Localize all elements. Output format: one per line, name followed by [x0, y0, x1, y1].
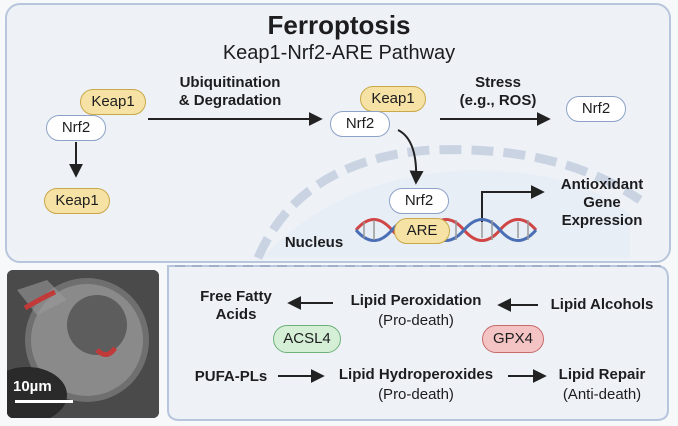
keap1-pill-lower: Keap1	[44, 188, 110, 214]
arrow-nrf2-nucleus	[397, 129, 424, 185]
are-pill: ARE	[394, 218, 450, 244]
lipid-repair-sub: (Anti-death)	[562, 386, 642, 403]
keap1-pill: Keap1	[80, 89, 146, 115]
gpx4-pill: GPX4	[482, 325, 544, 353]
stress-label: Stress (e.g., ROS)	[459, 74, 537, 109]
nrf2-pill-center: Nrf2	[330, 111, 390, 137]
arrow-gene-expression	[481, 185, 545, 222]
hydroperoxides-sub: (Pro-death)	[378, 386, 454, 403]
nucleus-membrane	[253, 145, 643, 260]
keap1-pill-center: Keap1	[360, 86, 426, 112]
pufa-label: PUFA-PLs	[194, 368, 268, 385]
page-subtitle: Keap1-Nrf2-ARE Pathway	[222, 42, 456, 64]
antioxidant-label: Antioxidant Gene Expression	[560, 176, 644, 229]
lipid-repair-label: Lipid Repair	[558, 366, 646, 383]
nrf2-pill: Nrf2	[46, 115, 106, 141]
lipid-peroxidation-sub: (Pro-death)	[378, 312, 454, 329]
lipid-alcohols-label: Lipid Alcohols	[550, 296, 654, 313]
page-title: Ferroptosis	[267, 10, 411, 40]
hydroperoxides-label: Lipid Hydroperoxides	[338, 366, 494, 383]
lipid-peroxidation-label: Lipid Peroxidation	[350, 292, 482, 309]
nrf2-pill-nucleus: Nrf2	[389, 188, 449, 214]
free-fatty-acids-label: Free Fatty Acids	[200, 288, 272, 323]
scale-bar	[15, 400, 73, 403]
scale-bar-label: 10µm	[13, 378, 52, 395]
nrf2-pill-free: Nrf2	[566, 96, 626, 122]
micrograph-image: 10µm	[7, 270, 159, 418]
ubiquitination-label: Ubiquitination & Degradation	[178, 74, 282, 109]
nucleus-label: Nucleus	[284, 234, 344, 251]
acsl4-pill: ACSL4	[273, 325, 341, 353]
